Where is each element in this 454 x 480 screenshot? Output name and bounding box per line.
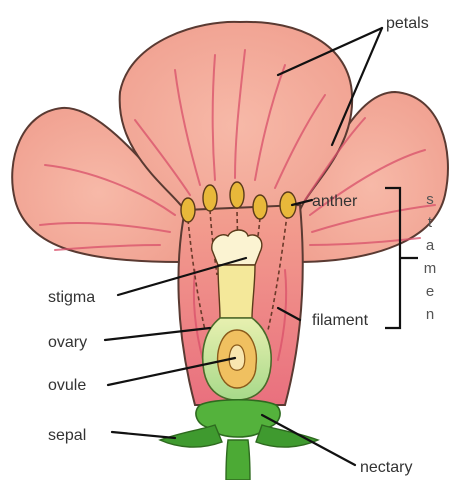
stamen-letter-m: m — [424, 260, 437, 277]
left-sepal — [160, 425, 222, 447]
label-ovule: ovule — [48, 377, 86, 394]
stamen-letter-n: n — [426, 306, 434, 323]
label-anther: anther — [312, 193, 358, 210]
label-ovary: ovary — [48, 334, 87, 351]
label-sepal: sepal — [48, 427, 86, 444]
label-nectary: nectary — [360, 459, 412, 476]
stem — [226, 440, 250, 480]
stamen-letter-a: a — [426, 237, 435, 254]
label-filament: filament — [312, 312, 369, 329]
stamen-letter-s: s — [426, 191, 434, 208]
label-stigma: stigma — [48, 289, 95, 306]
style-shape — [218, 265, 255, 318]
stamen-letter-e: e — [426, 283, 434, 300]
label-petals: petals — [386, 15, 429, 32]
